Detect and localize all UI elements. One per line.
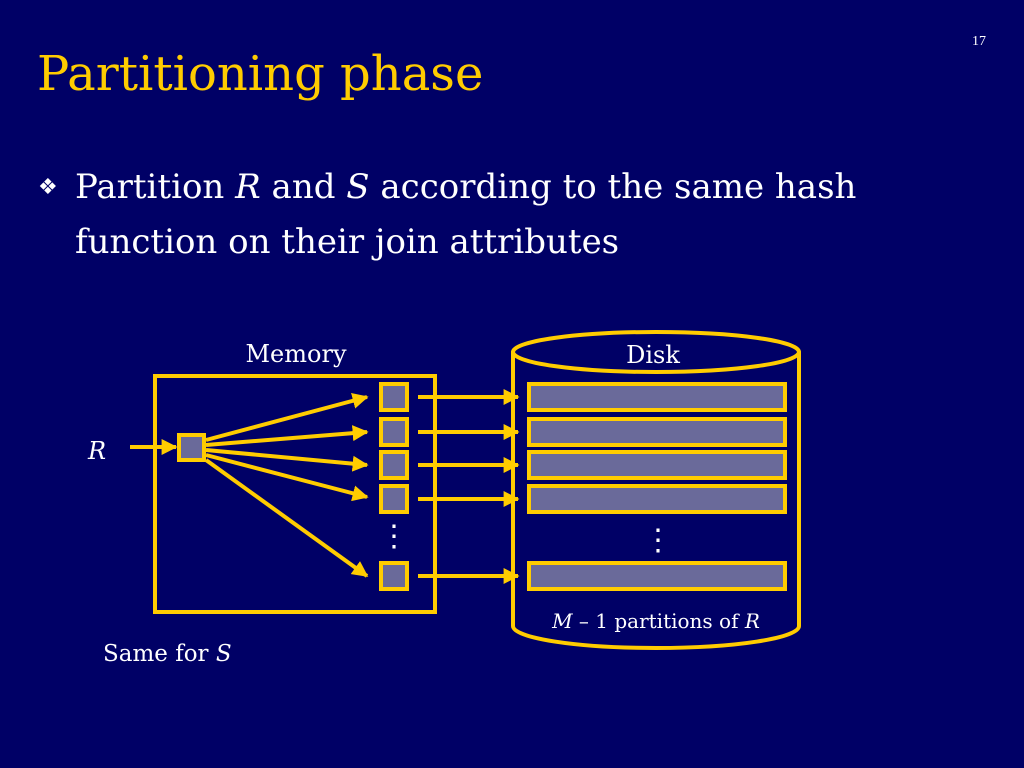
bullet-marker-icon: ❖	[38, 175, 58, 200]
slide-number: 17	[972, 34, 986, 49]
disk-partition-3	[527, 450, 787, 480]
output-buffer-4	[379, 484, 409, 514]
write-arrows	[418, 389, 520, 584]
disk-partition-1	[527, 382, 787, 412]
relation-s: S	[346, 167, 370, 207]
caption-var-m: M	[551, 609, 573, 633]
disk-cylinder	[511, 330, 801, 650]
output-buffer-3	[379, 450, 409, 480]
same-for-text: Same for	[103, 641, 216, 667]
hash-arrow-2	[205, 425, 369, 447]
hash-arrow-4	[205, 453, 369, 502]
disk-label: Disk	[626, 341, 680, 369]
hash-arrow-5	[204, 458, 369, 578]
slide-title: Partitioning phase	[37, 46, 484, 102]
output-buffer-1	[379, 382, 409, 412]
output-buffer-2	[379, 417, 409, 447]
relation-r: R	[235, 167, 261, 207]
memory-ellipsis: ⋮	[379, 519, 409, 554]
partitions-caption: M – 1 partitions of R	[551, 609, 760, 633]
output-buffers	[379, 382, 409, 591]
input-buffer	[177, 433, 206, 462]
hash-fanout	[204, 392, 369, 578]
disk-partition-2	[527, 417, 787, 447]
same-for-s-note: Same for S	[103, 641, 232, 667]
memory-label: Memory	[245, 340, 346, 368]
bullet-line-2: function on their join attributes	[75, 222, 620, 262]
disk-partitions	[527, 382, 787, 591]
bullet-text-post: according to the same hash	[369, 167, 857, 207]
caption-var-r: R	[744, 609, 760, 633]
bullet-text: Partition R and S according to the same …	[75, 160, 935, 270]
bullet-line-1: Partition R and S according to the same …	[75, 160, 935, 215]
disk-ellipsis: ⋮	[643, 523, 673, 558]
bullet-text-mid: and	[260, 167, 347, 207]
memory-box	[153, 374, 437, 614]
same-for-var: S	[216, 641, 232, 667]
output-buffer-5	[379, 561, 409, 591]
hash-arrow-3	[205, 448, 369, 472]
hash-arrow-1	[205, 392, 369, 442]
bullet-text-pre: Partition	[75, 167, 236, 207]
disk-top	[511, 330, 801, 374]
disk-body	[511, 352, 801, 650]
input-relation-label: R	[87, 437, 106, 465]
disk-partition-4	[527, 484, 787, 514]
caption-rest: – 1 partitions of	[573, 609, 745, 633]
disk-partition-5	[527, 561, 787, 591]
